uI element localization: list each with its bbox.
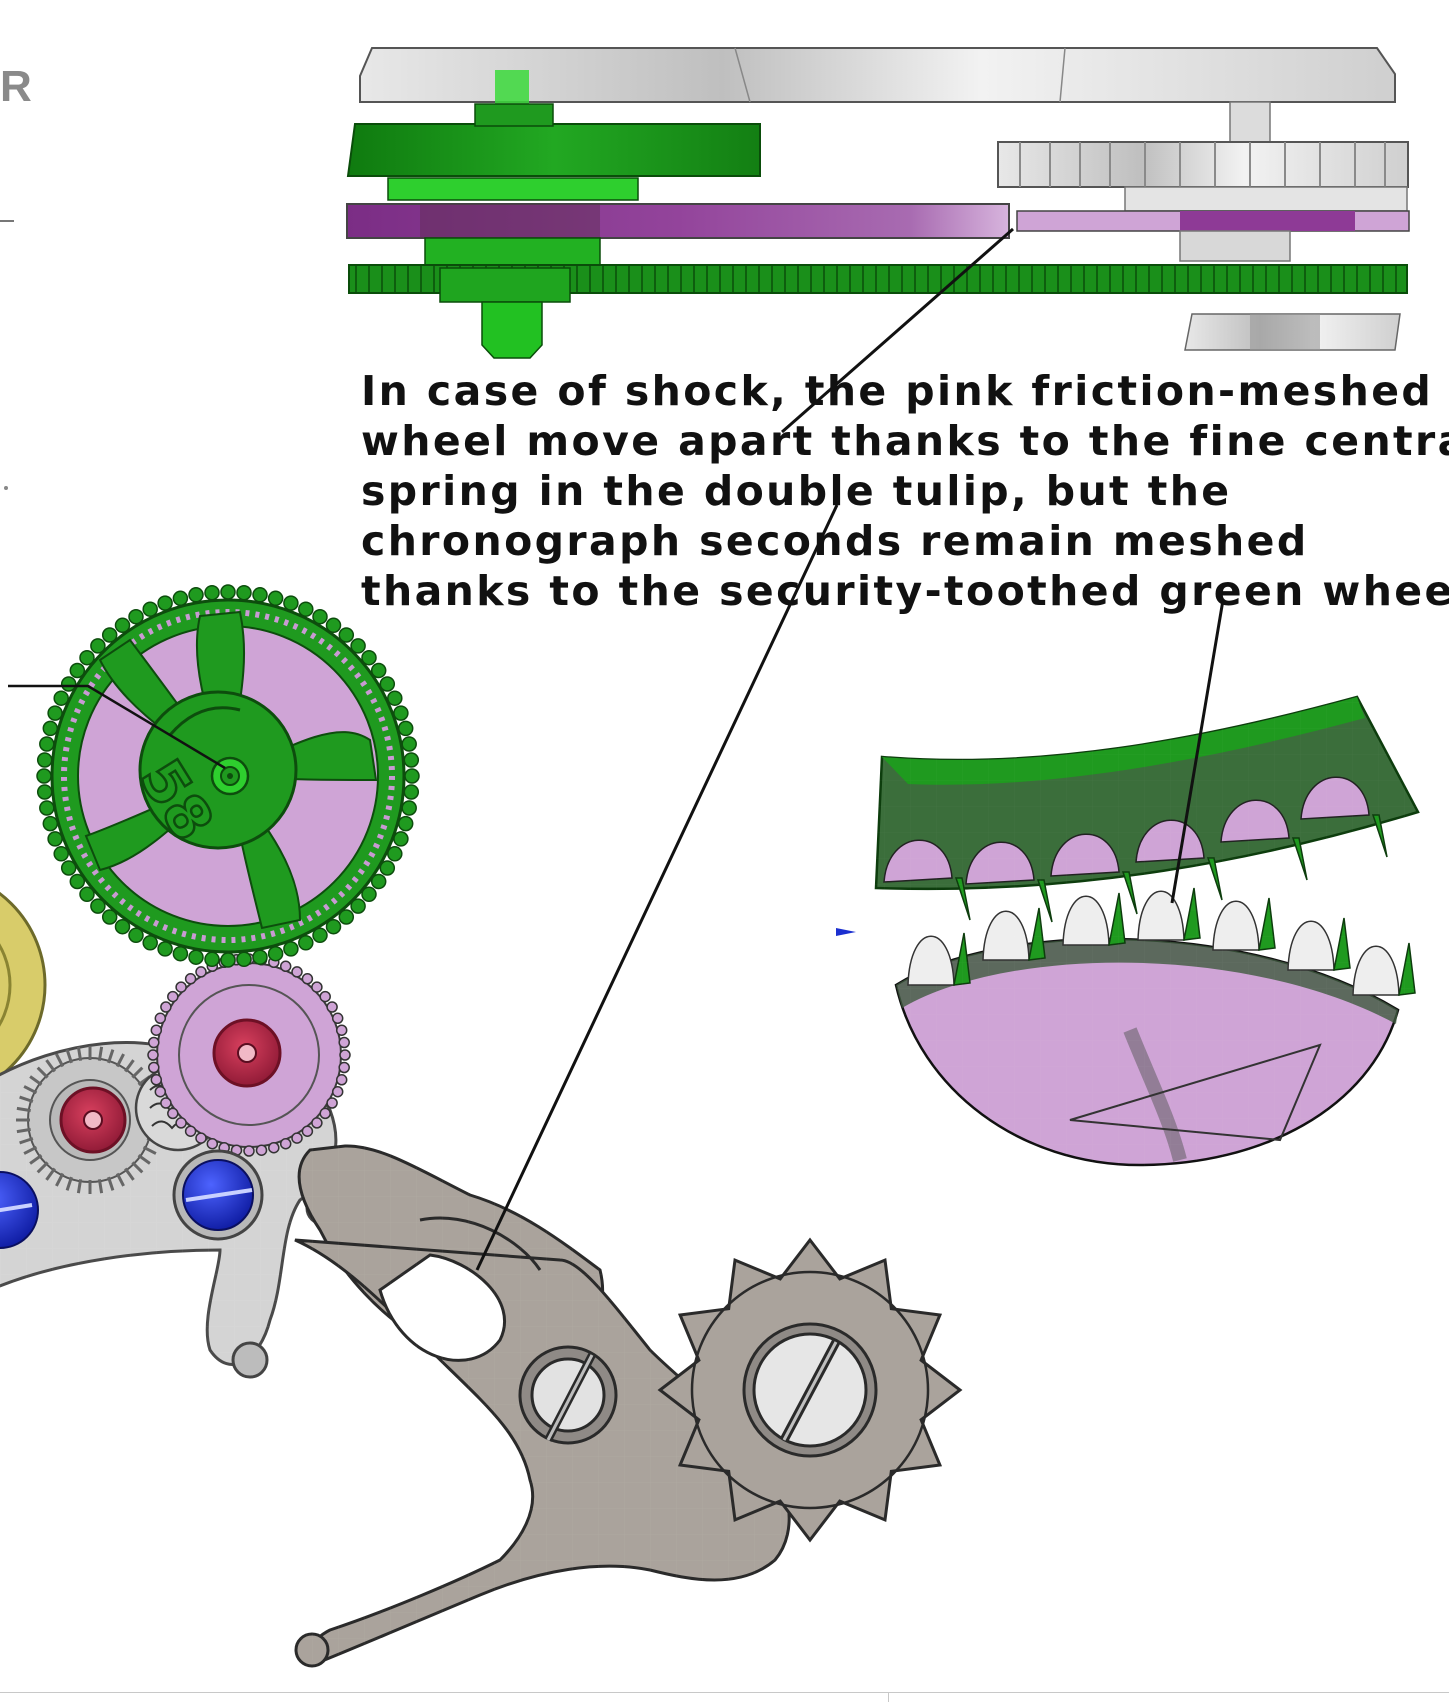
cropped-heading-letter: R xyxy=(0,62,32,111)
jewel-icon xyxy=(59,1086,127,1154)
teeth-detail-magnified xyxy=(836,690,1420,1170)
gold-wheel xyxy=(0,891,47,1079)
pink-friction-wheel-side xyxy=(346,203,1010,239)
caption-line: thanks to the security-toothed green whe… xyxy=(361,567,1449,615)
leader-line-security xyxy=(1170,599,1225,904)
right-post xyxy=(1229,101,1271,143)
gear-train: 58 xyxy=(0,584,963,1668)
caption-text: In case of shock, the pink friction-mesh… xyxy=(361,366,1449,616)
silver-gear-top xyxy=(997,141,1409,188)
side-view-bridge xyxy=(359,47,1396,103)
double-tulip-lever xyxy=(294,1140,800,1668)
leader-line-spring xyxy=(475,504,839,1271)
bridge-hole xyxy=(231,1341,269,1379)
screw-icon xyxy=(742,1322,878,1458)
footer-divider xyxy=(0,1692,1449,1693)
caption-line: spring in the double tulip, but the xyxy=(361,467,1232,515)
screw-icon xyxy=(518,1345,618,1445)
footer-divider-tick xyxy=(888,1692,889,1702)
green-top-wheel xyxy=(346,123,761,177)
green-pinion-tip xyxy=(481,301,543,359)
screw-icon xyxy=(172,1149,264,1241)
caption-line: wheel move apart thanks to the fine cent… xyxy=(361,417,1449,465)
caption-line: chronograph seconds remain meshed xyxy=(361,517,1309,565)
side-view-assembly xyxy=(346,47,1410,359)
blue-arrow-marker xyxy=(836,928,856,936)
left-edge-dot xyxy=(4,486,8,490)
leader-line-friction xyxy=(781,227,1014,434)
screw-icon xyxy=(0,1171,39,1249)
jewel-icon xyxy=(212,1018,282,1088)
hub-leader-line xyxy=(8,684,226,770)
caption-line: In case of shock, the pink friction-mesh… xyxy=(361,367,1434,415)
green-chronograph-wheel: 58 xyxy=(36,584,420,968)
